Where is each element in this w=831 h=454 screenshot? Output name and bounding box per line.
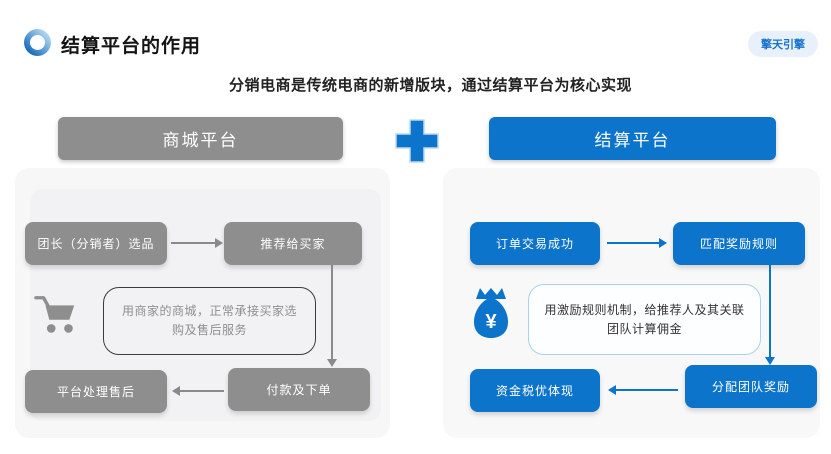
- mall-step-aftersale: 平台处理售后: [25, 370, 167, 413]
- brand-badge: 擎天引擎: [748, 31, 818, 57]
- mall-section-header: 商城平台: [58, 117, 343, 160]
- arrow-left-icon: [608, 385, 678, 395]
- subtitle: 分销电商是传统电商的新增版块，通过结算平台为核心实现: [228, 77, 632, 94]
- page-title: 结算平台的作用: [61, 36, 202, 57]
- arrow-right-icon: [607, 238, 667, 248]
- plus-icon: [393, 117, 441, 165]
- settlement-section-header: 结算平台: [489, 117, 776, 160]
- mall-step-pay: 付款及下单: [228, 368, 370, 411]
- settlement-step-match: 匹配奖励规则: [673, 222, 805, 265]
- shopping-cart-icon: [33, 292, 79, 343]
- settlement-step-order: 订单交易成功: [470, 222, 600, 265]
- arrow-left-icon: [172, 386, 224, 396]
- mall-note: 用商家的商城，正常承接买家选购及售后服务: [103, 287, 316, 355]
- arrow-down-icon: [765, 265, 775, 365]
- arrow-right-icon: [171, 238, 223, 248]
- mall-step-recommend: 推荐给买家: [224, 222, 362, 265]
- arrow-down-icon: [327, 265, 337, 367]
- mall-step-select: 团长（分销者）选品: [25, 222, 167, 265]
- settlement-note: 用激励规则机制，给推荐人及其关联团队计算佣金: [528, 284, 761, 355]
- settlement-step-tax: 资金税优体现: [470, 369, 600, 412]
- settlement-step-distribute: 分配团队奖励: [685, 365, 817, 408]
- ring-logo-icon: [24, 29, 51, 56]
- yuan-symbol: ¥: [485, 311, 497, 333]
- money-bag-icon: ¥: [465, 286, 517, 349]
